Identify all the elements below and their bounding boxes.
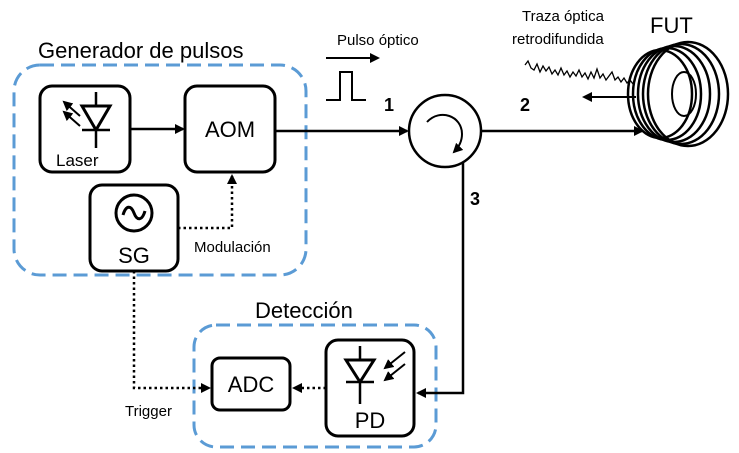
pd-label: PD bbox=[355, 408, 386, 433]
photodiode-icon bbox=[343, 346, 406, 404]
port-3-label: 3 bbox=[470, 189, 480, 209]
sg-label: SG bbox=[118, 243, 150, 268]
pulse-generator-group bbox=[12, 63, 308, 277]
pulse-generator-title: Generador de pulsos bbox=[38, 38, 243, 63]
laser-diode-icon bbox=[62, 92, 113, 148]
circulator-arrow-icon bbox=[426, 113, 464, 154]
detection-group bbox=[192, 323, 438, 449]
circulator bbox=[407, 93, 483, 169]
fiber-coil-icon bbox=[626, 40, 730, 148]
detection-title: Detección bbox=[255, 298, 353, 323]
optical-pulse-label: Pulso óptico bbox=[337, 32, 419, 49]
sg-to-adc-trigger-dotted-arrow bbox=[132, 271, 211, 393]
port-1-label: 1 bbox=[384, 95, 394, 115]
backscatter-trace-icon bbox=[524, 59, 634, 85]
backscatter-label-line2: retrodifundida bbox=[512, 31, 604, 48]
backscatter-label-line1: Traza óptica bbox=[522, 8, 605, 25]
laser-block: Laser bbox=[38, 84, 132, 174]
trigger-label: Trigger bbox=[125, 403, 172, 420]
aom-block: AOM bbox=[183, 84, 277, 174]
optical-pulse-icon bbox=[326, 71, 366, 101]
adc-label: ADC bbox=[228, 372, 275, 397]
circulator-to-pd-line bbox=[416, 162, 465, 398]
port-2-label: 2 bbox=[520, 95, 530, 115]
fut-label: FUT bbox=[650, 13, 693, 38]
pd-block: PD bbox=[324, 338, 416, 438]
sine-source-icon bbox=[114, 193, 154, 233]
sg-block: SG bbox=[88, 183, 180, 273]
laser-label: Laser bbox=[56, 151, 99, 170]
aom-label: AOM bbox=[205, 117, 255, 142]
modulation-label: Modulación bbox=[194, 239, 271, 256]
adc-block: ADC bbox=[210, 356, 292, 412]
sg-to-aom-dotted-arrow bbox=[178, 174, 237, 230]
